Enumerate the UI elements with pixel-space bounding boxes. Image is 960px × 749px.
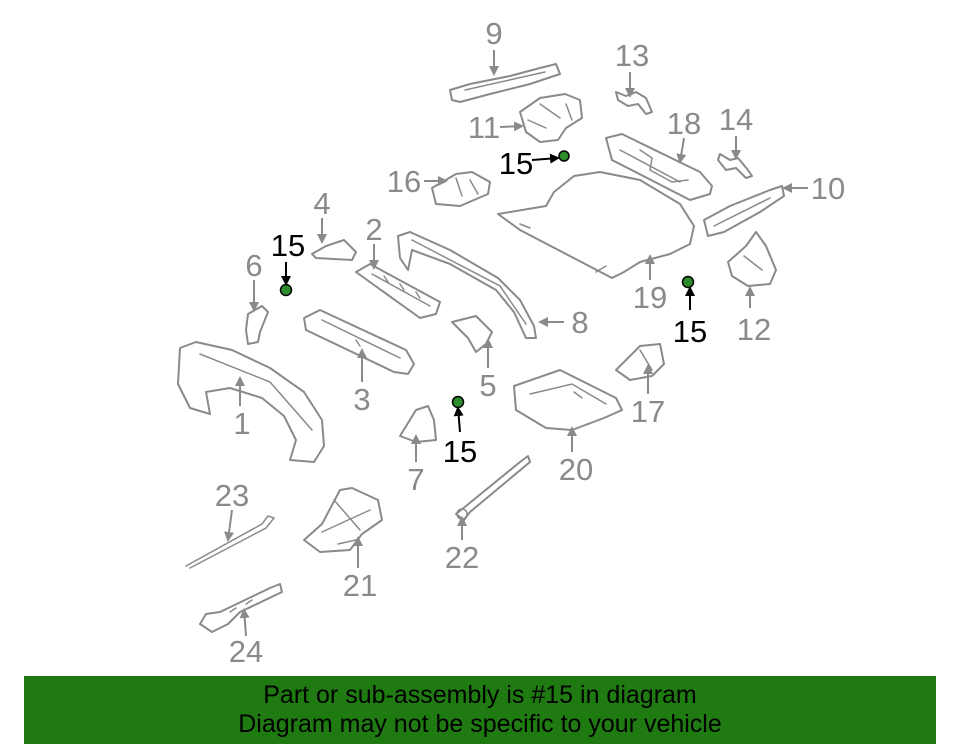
parts-diagram: 9 11 13 14 18 10 16 19 12 4 2 8 6 3 5 1 … xyxy=(177,16,845,669)
part-2-rail xyxy=(355,263,441,319)
callout-17: 17 xyxy=(631,394,665,429)
part-20-cargo-mat xyxy=(513,369,623,431)
callout-13: 13 xyxy=(615,38,649,73)
fastener-15-a xyxy=(558,150,570,162)
info-banner: Part or sub-assembly is #15 in diagram D… xyxy=(24,676,936,744)
callout-15-c: 15 xyxy=(673,314,707,349)
callout-6: 6 xyxy=(245,248,262,283)
banner-line-2: Diagram may not be specific to your vehi… xyxy=(238,710,722,738)
callout-15-a: 15 xyxy=(499,146,533,181)
callout-11: 11 xyxy=(468,110,500,145)
part-21-jack xyxy=(303,487,383,553)
callout-15-d: 15 xyxy=(443,434,477,469)
callout-19: 19 xyxy=(633,280,667,315)
callout-7: 7 xyxy=(407,462,424,497)
part-7-bracket xyxy=(399,405,437,443)
callout-5: 5 xyxy=(479,368,496,403)
callout-16: 16 xyxy=(387,164,421,199)
part-23-jack-handle xyxy=(185,515,276,569)
callout-24: 24 xyxy=(229,634,263,669)
callout-12: 12 xyxy=(737,312,771,347)
part-5-bracket xyxy=(451,315,493,353)
callout-15-b: 15 xyxy=(271,228,305,263)
part-24-wrench xyxy=(199,583,283,633)
fastener-15-b xyxy=(279,283,293,297)
callout-1: 1 xyxy=(233,406,250,441)
callout-21: 21 xyxy=(343,568,377,603)
callout-4: 4 xyxy=(313,186,330,221)
part-18-rear-panel xyxy=(605,133,713,201)
part-8-arch-trim xyxy=(397,231,537,339)
callout-10: 10 xyxy=(811,171,845,206)
callout-2: 2 xyxy=(365,212,382,247)
banner-line-1: Part or sub-assembly is #15 in diagram xyxy=(263,681,697,709)
part-17-bracket xyxy=(615,343,665,381)
part-11-bracket xyxy=(519,93,583,143)
part-16-block xyxy=(431,171,491,207)
callout-14: 14 xyxy=(719,102,753,137)
part-1-wheel-arch-liner xyxy=(177,341,325,463)
callout-22: 22 xyxy=(445,540,479,575)
part-19-floor-mat xyxy=(497,171,695,279)
callout-labels: 9 11 13 14 18 10 16 19 12 4 2 8 6 3 5 1 … xyxy=(215,16,845,669)
callout-3: 3 xyxy=(353,382,370,417)
part-9-trim xyxy=(449,63,561,103)
part-10-sill-trim xyxy=(703,185,785,237)
part-13-clip xyxy=(615,91,653,115)
part-6-bracket xyxy=(245,305,269,345)
leader-lines xyxy=(224,50,808,637)
leader-lines-15 xyxy=(281,153,695,433)
part-4-bracket xyxy=(311,239,357,261)
callout-23: 23 xyxy=(215,478,249,513)
fastener-15-d xyxy=(451,395,465,409)
fastener-15-c xyxy=(681,275,695,289)
callout-9: 9 xyxy=(485,16,502,51)
callout-18: 18 xyxy=(667,106,701,141)
part-3-crossmember xyxy=(303,309,415,375)
callout-8: 8 xyxy=(571,305,588,340)
part-12-corner-panel xyxy=(727,231,777,287)
callout-20: 20 xyxy=(559,452,593,487)
